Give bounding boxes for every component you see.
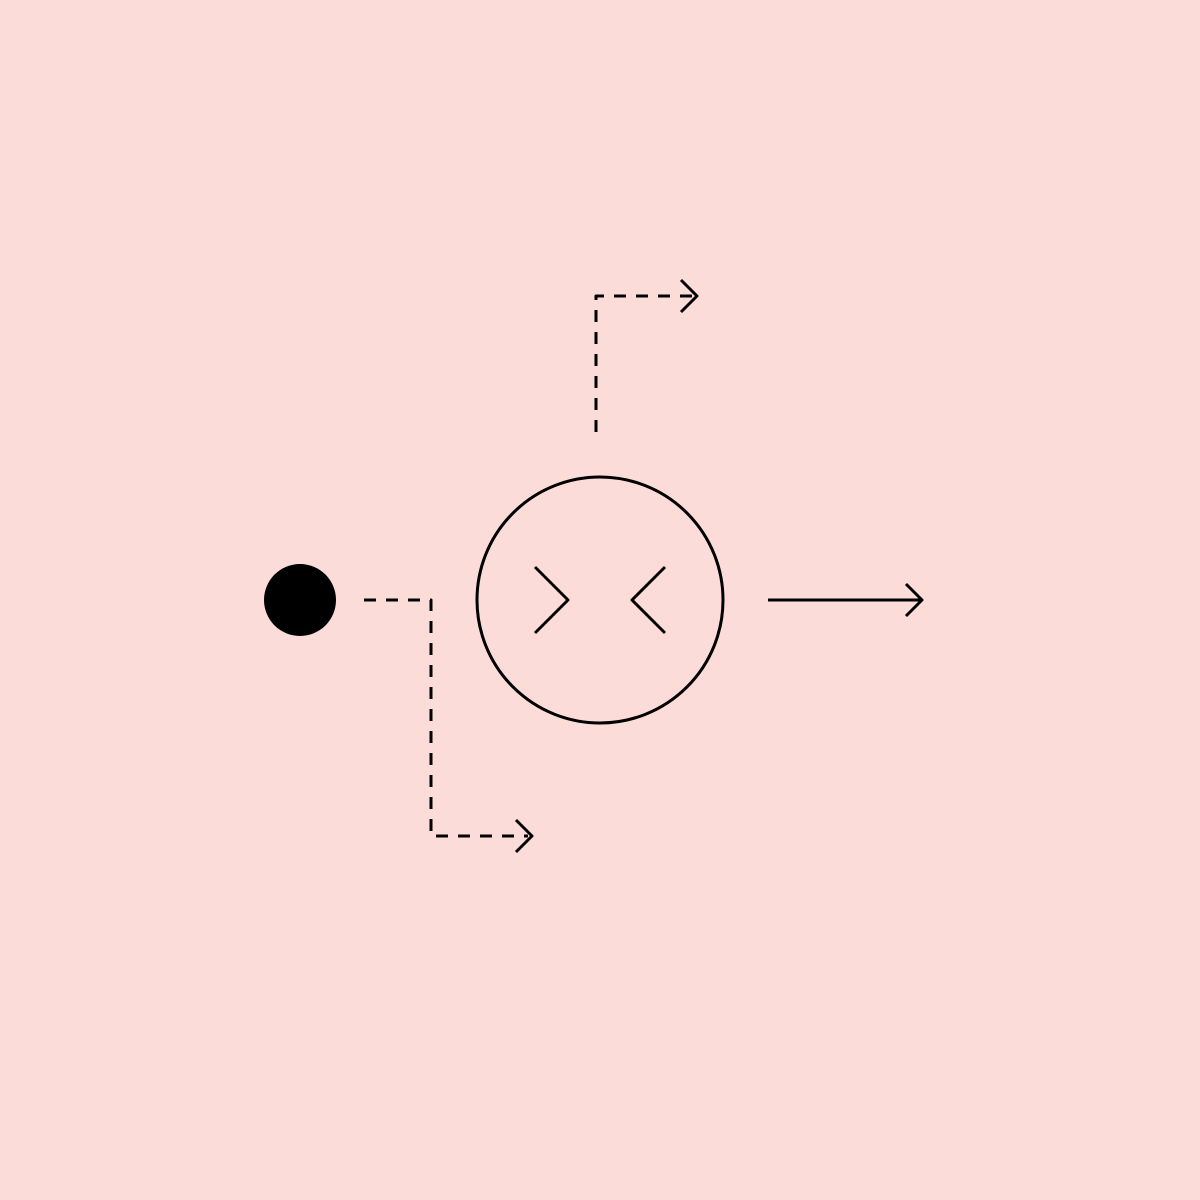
process-node	[475, 475, 725, 725]
input-branch-arrowhead	[514, 818, 534, 854]
main-output-arrowhead	[904, 582, 924, 618]
right-chevron-icon	[533, 565, 570, 635]
input-branch-connector	[364, 598, 528, 838]
left-chevron-icon	[630, 565, 667, 635]
upper-branch-arrowhead	[679, 278, 699, 314]
upper-branch-connector	[594, 294, 692, 432]
source-node	[264, 564, 336, 636]
